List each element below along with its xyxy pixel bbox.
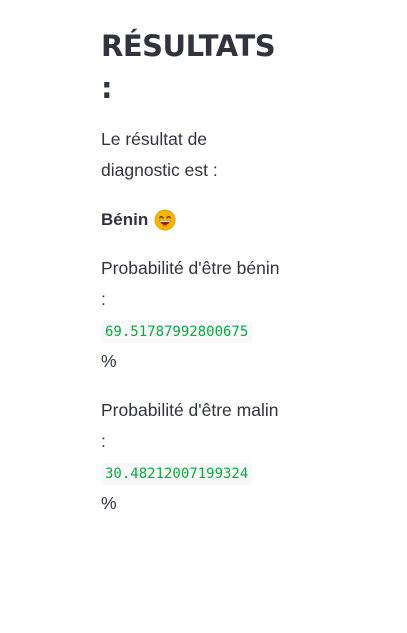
malignant-probability-label: Probabilité d'être malin : bbox=[101, 400, 279, 451]
results-panel: RÉSULTATS : Le résultat de diagnostic es… bbox=[101, 22, 286, 537]
smiling-face-icon bbox=[154, 209, 176, 230]
title-text: RÉSULTATS bbox=[101, 29, 276, 63]
benign-probability-block: Probabilité d'être bénin : 69.5178799280… bbox=[101, 253, 286, 377]
benign-probability-value: 69.51787992800675 bbox=[101, 321, 253, 343]
malignant-probability-value: 30.48212007199324 bbox=[101, 463, 253, 485]
result-label: Bénin bbox=[101, 210, 149, 229]
malignant-probability-unit: % bbox=[101, 493, 117, 513]
benign-probability-unit: % bbox=[101, 351, 117, 371]
page-title: RÉSULTATS : bbox=[101, 22, 286, 106]
diagnostic-result: Bénin bbox=[101, 204, 286, 235]
diagnostic-intro: Le résultat de diagnostic est : bbox=[101, 129, 218, 180]
malignant-probability-block: Probabilité d'être malin : 30.4821200719… bbox=[101, 395, 286, 519]
title-colon: : bbox=[101, 71, 113, 105]
benign-probability-label: Probabilité d'être bénin : bbox=[101, 258, 280, 309]
